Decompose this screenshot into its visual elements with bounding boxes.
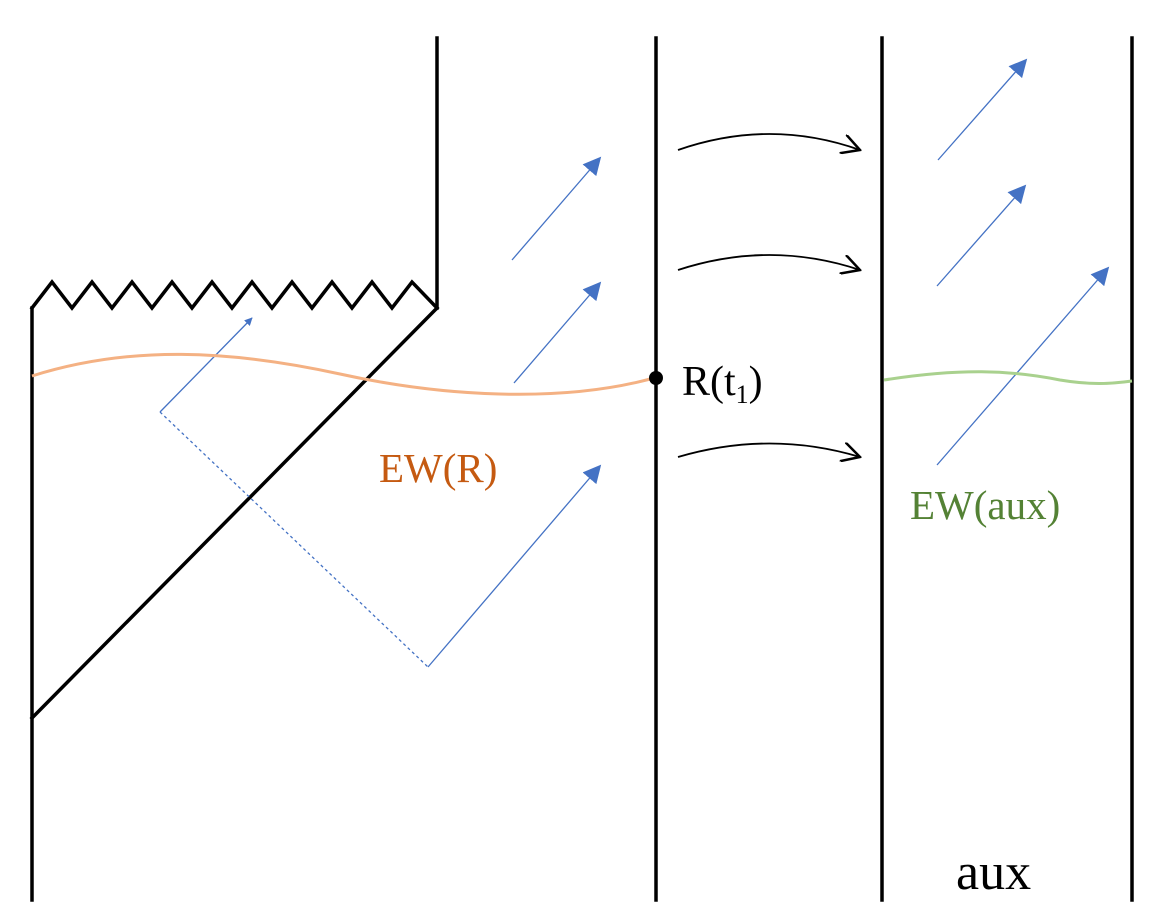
partner-dashed-ray <box>159 411 429 668</box>
ew-aux-curve <box>883 370 1133 385</box>
outgoing-ray-top <box>511 156 602 261</box>
label-ew-r: EW(R) <box>379 445 497 491</box>
label-r-t1: R(t1) <box>682 359 763 409</box>
ew-r-curve <box>31 352 655 396</box>
label-aux: aux <box>956 844 1031 901</box>
singularity-zigzag <box>29 279 440 311</box>
transfer-arrow-1 <box>677 133 860 150</box>
aux-ray-top <box>937 58 1028 161</box>
aux-ray-mid <box>936 184 1027 287</box>
label-ew-aux: EW(aux) <box>910 482 1060 528</box>
aux-ray-long <box>936 266 1110 466</box>
transfer-arrow-3 <box>677 444 860 458</box>
hawking-radiation-rays <box>159 58 1110 668</box>
transfer-arrows <box>677 133 860 458</box>
outgoing-ray-long <box>427 464 602 668</box>
point-r-t1 <box>649 371 663 385</box>
horizon-diagonal <box>29 305 440 721</box>
interior-ray <box>159 317 253 413</box>
spacetime-boundaries <box>29 36 1134 902</box>
label-r-t1-subscript: 1 <box>736 380 749 409</box>
transfer-arrow-2 <box>677 254 860 270</box>
outgoing-ray-mid <box>513 281 602 384</box>
